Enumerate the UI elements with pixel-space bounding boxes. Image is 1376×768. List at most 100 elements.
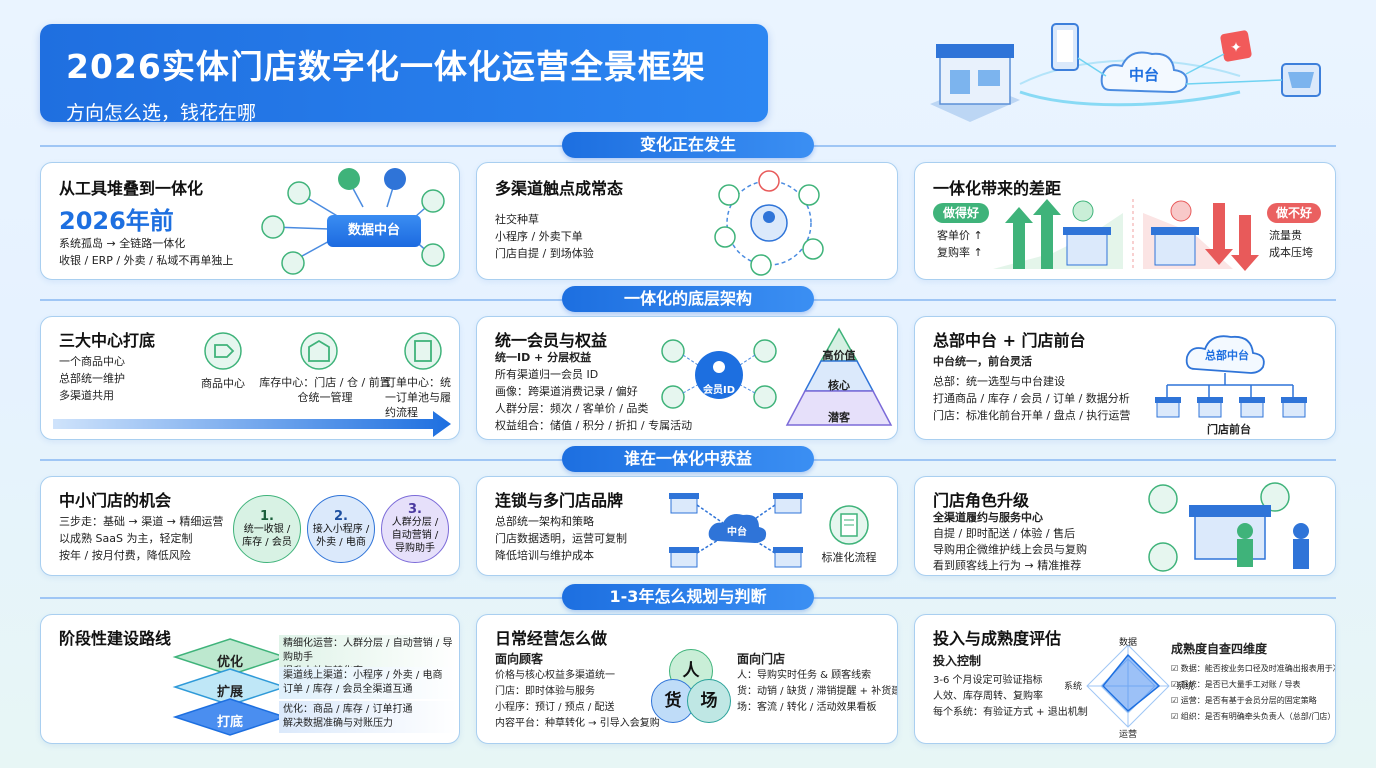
music-icon xyxy=(798,184,820,206)
radar-axis-label: 运营 xyxy=(1118,730,1137,740)
social-icon xyxy=(718,184,740,206)
basket-icon xyxy=(281,251,305,275)
customer-figure xyxy=(1293,523,1309,539)
card-title: 三大中心打底 xyxy=(59,331,156,350)
cloud-icon xyxy=(708,514,767,543)
card-line: 自提 / 即时配送 / 体验 / 售后 xyxy=(933,527,1076,540)
card-line: 全渠道履约与服务中心 xyxy=(933,511,1043,524)
layer-stack xyxy=(172,638,288,736)
card-hq-store: 总部中台 + 门店前台 中台统一，前台灵活 总部：统一选型与中台建设 打通商品 … xyxy=(914,316,1336,440)
card-line: 内容平台：种草转化 → 引导入会复购 xyxy=(495,718,660,729)
card-title: 连锁与多门店品牌 xyxy=(495,491,624,510)
card-line: 画像：跨渠道消费记录 / 偏好 xyxy=(495,385,638,398)
radar-axis-label: 数据 xyxy=(1118,638,1137,648)
card-membership: 统一会员与权益 统一ID + 分层权益 所有渠道归一会员 ID 画像：跨渠道消费… xyxy=(476,316,898,440)
hq-tree-diagram xyxy=(1155,335,1307,418)
card-line: 门店：即时体验与服务 xyxy=(495,686,595,697)
up-arrow-icon xyxy=(1033,199,1061,269)
layer-label: 优化 xyxy=(216,655,243,670)
bad-line: 成本压垮 xyxy=(1269,246,1313,259)
wechat-icon xyxy=(753,385,777,409)
card-tools-to-integration: 从工具堆叠到一体化 2026年前 系统孤岛 → 全链路一体化 收银 / ERP … xyxy=(40,162,460,280)
package-icon xyxy=(1260,482,1290,512)
card-line: 以成熟 SaaS 为主，轻定制 xyxy=(59,532,193,545)
sad-icon xyxy=(1170,200,1192,222)
card-store-upgrade: 门店角色升级 全渠道履约与服务中心 自提 / 即时配送 / 体验 / 售后 导购… xyxy=(914,476,1336,576)
cash-register-icon xyxy=(287,181,311,205)
header-illustration: 中台 ✦ xyxy=(910,14,1340,132)
card-line: 中台统一，前台灵活 xyxy=(933,355,1032,368)
card-line: 按年 / 按月付费，降低风险 xyxy=(59,549,191,562)
card-line: 人：导购实时任务 & 顾客线索 xyxy=(737,670,872,681)
store-head: 面向门店 xyxy=(737,652,786,666)
box-icon xyxy=(261,215,285,239)
happy-icon xyxy=(1072,200,1094,222)
center-label: 订单中心：统一订单池与履约流程 xyxy=(385,376,451,419)
card-line: 权益组合：储值 / 积分 / 折扣 / 专属活动 xyxy=(495,419,693,432)
section-pill-4: 1-3年怎么规划与判断 xyxy=(562,584,814,610)
doc-label: 标准化流程 xyxy=(821,551,877,564)
check-item: ☑ 组织：是否有明确牵头负责人（总部/门店） xyxy=(1171,712,1336,721)
section-pill-1: 变化正在发生 xyxy=(562,132,814,158)
chain-diagram xyxy=(669,493,803,568)
card-three-centers: 三大中心打底 一个商品中心 总部统一维护 多渠道共用 商品中心 库存中心：门店 … xyxy=(40,316,460,440)
delivery-icon xyxy=(384,168,406,190)
card-title: 总部中台 + 门店前台 xyxy=(933,331,1086,350)
card-line: 小程序：预订 / 预点 / 配送 xyxy=(495,702,615,713)
card-daily-ops: 日常经营怎么做 面向顾客 价格与核心权益多渠道统一 门店：即时体验与服务 小程序… xyxy=(476,614,898,744)
radar-chart xyxy=(1086,644,1170,728)
card-line: 货：动销 / 缺货 / 滞销提醒 + 补货建议 xyxy=(737,686,898,697)
card-line: 价格与核心权益多渠道统一 xyxy=(495,670,615,681)
card-gap: 一体化带来的差距 做得好 客单价 ↑ 复购率 ↑ 做不好 流量贵 成本压垮 xyxy=(914,162,1336,280)
card-title: 日常经营怎么做 xyxy=(495,629,608,648)
card-line: 社交种草 xyxy=(495,213,539,226)
good-tag: 做得好 xyxy=(933,203,989,223)
card-title: 阶段性建设路线 xyxy=(59,629,172,648)
store-icon xyxy=(1194,514,1266,560)
card-chain-brands: 连锁与多门店品牌 总部统一架构和策略 门店数据透明，运营可复制 降低培训与维护成… xyxy=(476,476,898,576)
card-line: 导购用企微维护线上会员与复购 xyxy=(933,543,1087,556)
card-line: 每个系统：有验证方式 + 退出机制 xyxy=(933,707,1088,718)
warehouse-icon xyxy=(300,332,338,370)
store-icons xyxy=(669,493,803,568)
card-line: 人效、库存周转、复购率 xyxy=(933,691,1043,702)
pyramid-label: 高价值 xyxy=(822,349,856,362)
phone-icon xyxy=(1051,23,1079,71)
store-icons xyxy=(1155,397,1307,418)
layer-foundation xyxy=(172,698,288,736)
member-id-label: 会员ID xyxy=(702,385,736,396)
pyramid-tier-potential xyxy=(785,390,893,426)
good-line: 复购率 ↑ xyxy=(937,246,983,259)
store-front-label: 门店前台 xyxy=(1207,423,1251,436)
card-multichannel: 多渠道触点成常态 社交种草 小程序 / 外卖下单 门店自提 / 到场体验 xyxy=(476,162,898,280)
card-maturity: 投入与成熟度评估 投入控制 3-6 个月设定可验证指标 人效、库存周转、复购率 … xyxy=(914,614,1336,744)
step-3-circle: 3. 人群分层 / 自动营销 / 导购助手 xyxy=(381,495,449,563)
card-title: 从工具堆叠到一体化 xyxy=(59,179,204,198)
card-line: 统一ID + 分层权益 xyxy=(495,351,592,364)
card-roadmap: 阶段性建设路线 优化 扩展 打底 精细化运营：人群分层 / 自动营销 / 导购助… xyxy=(40,614,460,744)
card-line: 小程序 / 外卖下单 xyxy=(495,230,583,243)
chat-icon xyxy=(338,168,360,190)
down-arrow-icon xyxy=(1205,203,1233,265)
customer-head: 面向顾客 xyxy=(495,652,544,666)
channel-ring xyxy=(714,170,824,276)
page-title: 2026实体门店数字化一体化运营全景框架 xyxy=(66,47,706,86)
center-icons xyxy=(204,332,442,370)
document-icon xyxy=(829,505,869,545)
card-line: 多渠道共用 xyxy=(59,389,114,402)
year-label: 2026年前 xyxy=(59,207,174,235)
member-id-circle xyxy=(695,351,743,399)
hub-diagram xyxy=(261,168,445,275)
user-icon xyxy=(421,243,445,267)
promo-icon: ✦ xyxy=(1220,30,1252,62)
card-title: 多渠道触点成常态 xyxy=(495,179,624,198)
qr-icon xyxy=(661,339,685,363)
headset-icon xyxy=(1148,542,1178,572)
member-id-diagram xyxy=(661,339,777,409)
radar-axis-label: 系统 xyxy=(1063,682,1082,692)
venn-place: 场 xyxy=(687,679,731,723)
delivery-icon xyxy=(750,254,772,276)
store-icon xyxy=(802,238,824,260)
layer-note: 渠道线上渠道：小程序 / 外卖 / 电商 订单 / 库存 / 会员全渠道互通 xyxy=(279,667,457,699)
layer-note: 优化：商品 / 库存 / 订单打通 解决数据准确与对账压力 xyxy=(279,701,457,733)
